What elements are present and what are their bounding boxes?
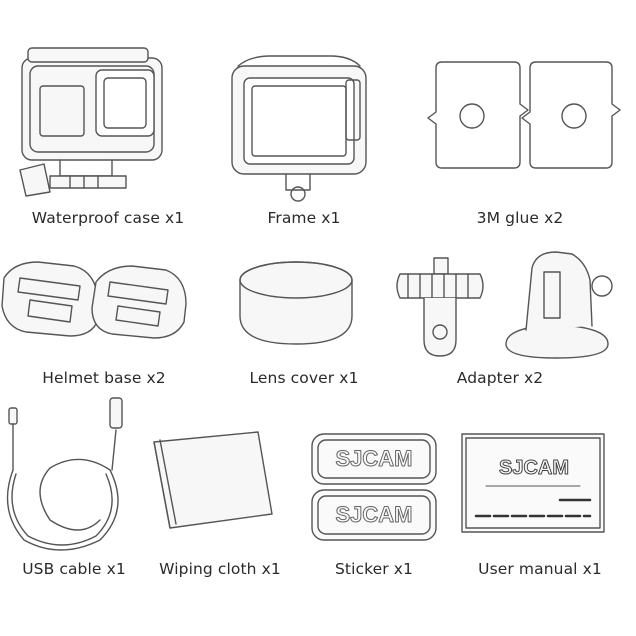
label-wiping-cloth: Wiping cloth x1 <box>159 560 281 578</box>
3m-glue-drawing <box>427 61 621 169</box>
label-lens-cover: Lens cover x1 <box>249 369 359 387</box>
label-adapter: Adapter x2 <box>456 369 544 387</box>
waterproof-case-drawing <box>19 47 163 197</box>
helmet-base-drawing <box>1 261 187 339</box>
wiping-cloth-drawing <box>153 431 273 529</box>
lens-cover-drawing <box>239 261 353 345</box>
label-helmet-base: Helmet base x2 <box>42 369 166 387</box>
label-usb-cable: USB cable x1 <box>22 560 126 578</box>
adapter-drawing <box>396 251 613 359</box>
sticker-drawing <box>311 433 437 541</box>
label-user-manual: User manual x1 <box>478 560 602 578</box>
label-waterproof-case: Waterproof case x1 <box>31 209 185 227</box>
sticker-brand-bottom: SJCAM <box>335 502 412 527</box>
label-3m-glue: 3M glue x2 <box>476 209 564 227</box>
frame-drawing <box>231 55 367 202</box>
manual-brand: SJCAM <box>499 457 569 479</box>
label-sticker: Sticker x1 <box>334 560 414 578</box>
sticker-brand-top: SJCAM <box>335 446 412 471</box>
label-frame: Frame x1 <box>267 209 341 227</box>
usb-cable-drawing <box>6 397 123 551</box>
user-manual-drawing <box>461 433 605 533</box>
